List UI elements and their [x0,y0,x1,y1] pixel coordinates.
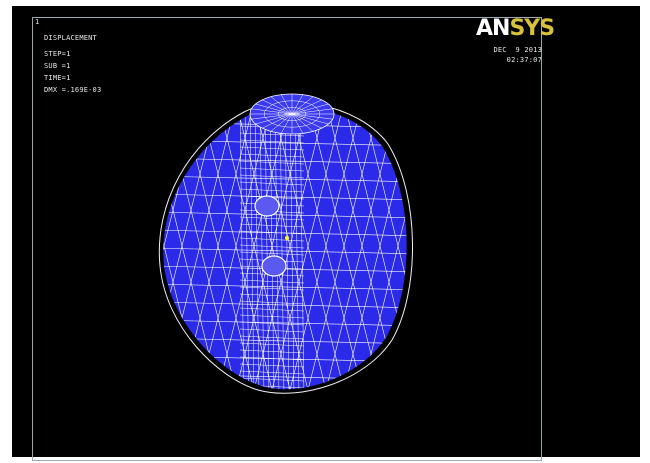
logo-part-sys: SYS [509,16,555,41]
logo-part-an: AN [476,16,510,41]
result-info-block: DISPLACEMENT STEP=1 SUB =1 TIME=1 DMX =.… [44,34,101,98]
window-number: 1 [35,18,40,26]
timestamp-block: DEC 9 2013 02:37:07 [472,46,542,66]
hole-lower [261,255,287,277]
hole-upper [254,195,280,217]
result-title: DISPLACEMENT [44,34,97,42]
node-marker [285,236,289,240]
plot-frame [32,17,542,461]
result-time: TIME=1 [44,74,71,82]
result-sub: SUB =1 [44,62,71,70]
ansys-logo: ANSYS [476,16,555,41]
result-step: STEP=1 [44,50,71,58]
deformed-mesh-model[interactable] [152,86,422,406]
timestamp-time: 02:37:07 [506,56,542,64]
result-dmx: DMX =.169E-03 [44,86,102,94]
graphics-window[interactable]: 1 DISPLACEMENT STEP=1 SUB =1 TIME=1 DMX … [12,6,640,461]
model-body [163,106,407,390]
timestamp-date: DEC 9 2013 [493,46,542,54]
cap-mesh [250,94,334,134]
deformed-outline [158,101,414,394]
